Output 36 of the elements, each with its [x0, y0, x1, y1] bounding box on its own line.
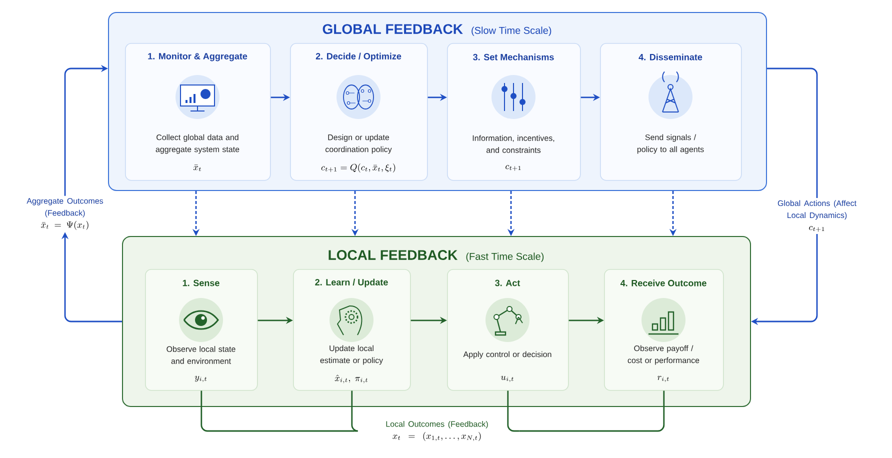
- connector-line: [507, 390, 520, 432]
- step-card: 4. Disseminate Send signals / policy to all agents: [600, 43, 742, 181]
- step-card: 3. Set Mechanisms Information, incentives, and constraints $c_{t+1}$: [447, 43, 581, 181]
- node-label: $y_{i,t}$: [194, 376, 207, 382]
- annotation-text: Global Actions (Affect Local Dynamics) $c_{t+1}$: [778, 200, 856, 232]
- connector-line: [519, 390, 665, 432]
- step-card: 2. Decide / Optimize Design or update coordination policy $c_{t+1} = Q(c_t, \bar{x}_t, \xi_t)$: [290, 43, 428, 181]
- node-label: Apply control or decision: [463, 351, 552, 359]
- node-label: Send signals / policy to all agents: [637, 134, 704, 154]
- connector-line: [200, 390, 355, 432]
- annotation-text: Aggregate Outcomes (Feedback) $\bar{x}_t = \Psi(x_t)$: [26, 198, 104, 230]
- node-label: 1. Monitor & Aggregate: [148, 52, 248, 62]
- node-label: $r_{i,t}$: [658, 376, 669, 382]
- node-label: $\hat{x}_{i,t},\ \pi_{i,t}$: [334, 374, 368, 384]
- node-label: Collect global data and aggregate system state: [156, 134, 240, 154]
- node-label: Information, incentives, and constraints: [472, 135, 554, 153]
- node-label: Observe payoff / cost or performance: [628, 345, 700, 365]
- node-label: 2. Decide / Optimize: [316, 52, 402, 62]
- node-label: 4. Receive Outcome: [620, 280, 706, 286]
- node-label: $u_{i,t}$: [500, 376, 514, 382]
- node-label: $c_{t+1} = Q(c_t, \bar{x}_t, \xi_t)$: [321, 163, 396, 172]
- node-label: 3. Set Mechanisms: [473, 54, 554, 60]
- step-card: 3. Act Apply control or decision $u_{i,t}$: [447, 269, 569, 391]
- connector-line: [351, 390, 359, 432]
- node-label: 4. Disseminate: [638, 54, 702, 60]
- node-label: Observe local state and environment: [166, 346, 236, 364]
- node-label: $c_{t+1}$: [506, 165, 521, 171]
- node-label: Design or update coordination policy: [326, 134, 392, 154]
- node-label: 1. Sense: [182, 280, 220, 286]
- connector-line: [767, 68, 818, 198]
- node-label: 3. Act: [495, 280, 520, 286]
- annotation-text: Local Outcomes (Feedback) $x_t = (x_{1,t}, \ldots, x_{N,t})$: [386, 420, 488, 441]
- node-label: $\bar{x}_t$: [193, 164, 201, 172]
- node-label: Update local estimate or policy: [320, 345, 384, 365]
- node-label: 2. Learn / Update: [315, 278, 388, 288]
- step-card: 1. Monitor & Aggregate Collect global data and aggregate system state $\bar{x}_t$: [125, 43, 271, 181]
